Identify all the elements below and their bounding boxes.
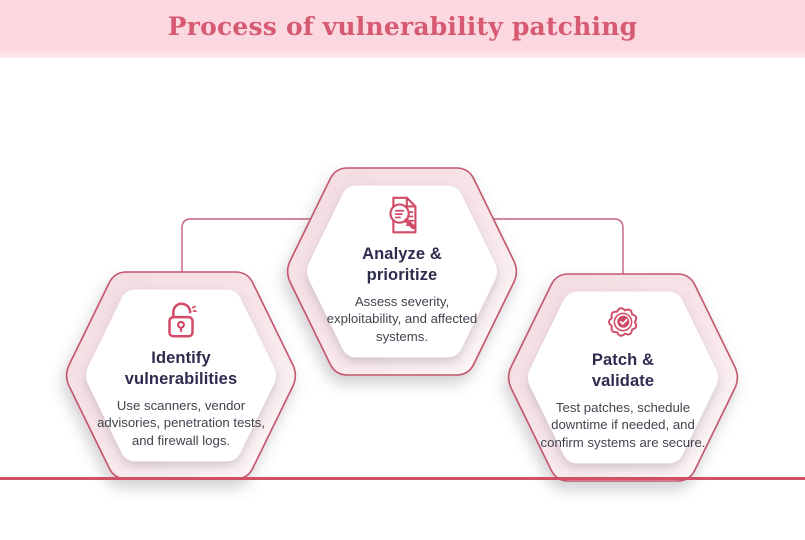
step-card-analyze: Analyze & prioritize Assess severity, ex… [285,167,519,376]
step-card-patch: Patch & validate Test patches, schedule … [506,273,740,482]
step-title: Patch & validate [591,350,655,391]
step-title: Analyze & prioritize [362,244,442,285]
header-banner: Process of vulnerability patching [0,0,805,58]
document-magnifier-icon [389,196,417,233]
step-description: Assess severity, exploitability, and aff… [326,293,478,345]
footer-divider [0,477,805,480]
badge-check-icon [608,306,638,337]
page-title: Process of vulnerability patching [167,12,638,41]
connector-line-right [466,218,624,280]
badge-seal-path [608,306,638,337]
diagram-canvas: Identify vulnerabilities Use scanners, v… [0,58,805,482]
step-title: Identify vulnerabilities [124,348,238,389]
step-card-identify: Identify vulnerabilities Use scanners, v… [64,271,298,480]
step-description: Use scanners, vendor advisories, penetra… [97,397,265,449]
connector-lines [181,218,624,280]
open-padlock-icon [168,302,197,338]
step-description: Test patches, schedule downtime if neede… [540,399,706,451]
connector-line-left [181,218,340,278]
